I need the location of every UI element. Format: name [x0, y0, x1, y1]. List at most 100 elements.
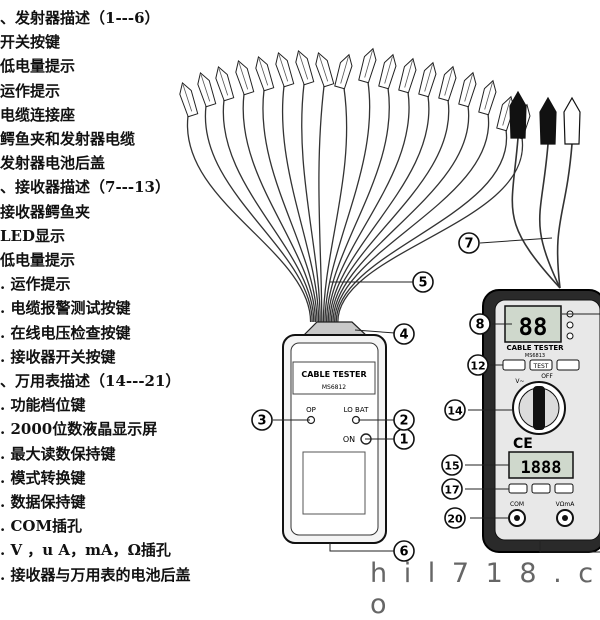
callout-leader-lines — [273, 237, 600, 553]
callout-number-14: 14 — [444, 399, 466, 421]
legend-item: . 接收器与万用表的电池后盖 — [0, 565, 191, 584]
callout-number-5: 5 — [412, 271, 434, 293]
callout-number-8: 8 — [469, 313, 491, 335]
multimeter-lcd-value: 1888 — [521, 458, 562, 478]
svg-text:8: 8 — [475, 318, 484, 333]
svg-text:2: 2 — [399, 414, 408, 429]
receiver-cable — [556, 143, 573, 289]
alligator-clip-icon — [179, 81, 199, 118]
max-hold-button[interactable] — [508, 483, 528, 494]
svg-text:17: 17 — [444, 484, 459, 497]
legend-item: 接收器鳄鱼夹 — [0, 202, 91, 221]
alligator-clip-icon — [438, 65, 457, 102]
transmitter-cable — [222, 99, 315, 323]
legend-item: 开关按键 — [0, 33, 61, 52]
legend-item: 低电量提示 — [0, 57, 76, 76]
transmitter-cable — [333, 113, 490, 323]
svg-text:5: 5 — [418, 276, 427, 291]
receiver-led-digits: 88 — [519, 313, 548, 341]
legend-heading: 、发射器描述（1---6） — [0, 9, 160, 27]
legend-item: 低电量提示 — [0, 251, 76, 269]
legend-heading: 、万用表描述（14---21） — [0, 372, 181, 390]
callout-number-20: 20 — [444, 507, 466, 529]
alligator-clip-icon — [378, 53, 397, 90]
alligator-clip-icon — [235, 59, 255, 96]
transmitter-cable — [337, 137, 523, 323]
legend-item: . 运作提示 — [0, 275, 71, 294]
com-jack-hole-icon — [514, 515, 520, 521]
alligator-clip-icon — [398, 57, 417, 94]
receiver-status-led-icon — [566, 332, 574, 340]
data-hold-button[interactable] — [554, 483, 574, 494]
transmitter-cable — [281, 85, 320, 323]
transmitter-cable — [332, 105, 470, 323]
legend-heading: 、接收器描述（7---13） — [0, 178, 170, 197]
callout-number-7: 7 — [458, 232, 480, 254]
alligator-clip-icon — [478, 79, 497, 116]
input-jack-label: VΩmA — [556, 501, 576, 508]
alligator-clip-icon — [295, 49, 315, 86]
alligator-clip-icon — [458, 71, 477, 108]
transmitter-brand-plate — [292, 361, 376, 395]
svg-text:20: 20 — [447, 513, 463, 526]
alligator-clip-icon — [418, 61, 437, 98]
receiver-power-button[interactable] — [502, 359, 526, 371]
callout-number-3: 3 — [251, 409, 273, 431]
receiver-test-label: TEST — [533, 363, 549, 370]
alligator-clip-icon — [197, 71, 217, 108]
receiver-test-button[interactable] — [529, 359, 553, 371]
receiver-alligator-clip-icon — [509, 90, 527, 139]
callout-number-15: 15 — [441, 454, 463, 476]
receiver-voltage-check-button[interactable] — [556, 359, 580, 371]
legend-item: . 在线电压检查按键 — [0, 323, 131, 342]
receiver-cable — [538, 143, 561, 289]
svg-text:15: 15 — [444, 460, 459, 473]
leader-line — [329, 543, 395, 552]
legend-item: . 功能档位键 — [0, 396, 86, 415]
transmitter-device: CABLE TESTER MS6812 OP LO BAT ON — [282, 321, 387, 544]
legend-item: 发射器电池后盖 — [0, 154, 106, 173]
receiver-multimeter: 88 CABLE TESTER MS6813 TEST V~ OFF CE 18… — [482, 289, 600, 553]
transmitter-cable — [325, 87, 390, 323]
multimeter-lcd-display — [508, 451, 574, 479]
transmitter-cable — [327, 91, 410, 323]
legend-item: . 接收器开关按键 — [0, 347, 116, 366]
ce-mark: CE — [513, 436, 533, 452]
transmitter-cable — [186, 115, 312, 323]
alligator-clip-icon — [358, 47, 377, 84]
transmitter-brand: CABLE TESTER — [301, 370, 366, 379]
transmitter-op-label: OP — [306, 406, 316, 414]
receiver-brand: CABLE TESTER — [506, 344, 564, 352]
alligator-clip-icon — [275, 51, 295, 88]
transmitter-on-label: ON — [343, 435, 355, 444]
svg-text:4: 4 — [399, 328, 408, 343]
transmitter-cable — [262, 89, 318, 323]
input-jack-hole-icon — [562, 515, 568, 521]
svg-text:1: 1 — [399, 433, 408, 448]
svg-text:7: 7 — [464, 237, 473, 252]
alligator-clip-cables — [186, 81, 573, 323]
receiver-alligator-clip-icon — [563, 96, 581, 145]
receiver-vdc-label: V~ — [515, 378, 524, 385]
mode-switch-button[interactable] — [531, 483, 551, 494]
legend-item: . 最大读数保持键 — [0, 444, 116, 463]
receiver-model: MS6813 — [525, 353, 545, 359]
leader-line — [479, 237, 553, 244]
legend-item: . 电缆报警测试按键 — [0, 299, 131, 318]
manual-diagram-page: 、发射器描述（1---6）开关按键低电量提示运作提示电缆连接座鳄鱼夹和发射器电缆… — [0, 9, 600, 620]
transmitter-cable-socket — [301, 321, 369, 337]
function-dial-pointer-icon — [533, 386, 545, 430]
receiver-alligator-clip-icon — [539, 96, 557, 145]
receiver-off-label: OFF — [541, 373, 553, 380]
legend-item: 运作提示 — [0, 81, 61, 100]
watermark: h i l 7 1 8 . c o — [370, 558, 598, 620]
com-jack-label: COM — [510, 501, 524, 508]
alligator-clip-icon — [255, 55, 275, 92]
callout-number-2: 2 — [393, 409, 415, 431]
legend-item: . V ，u A，mA，Ω插孔 — [0, 541, 171, 560]
legend-item: . COM插孔 — [0, 517, 83, 536]
alligator-clip-icon — [334, 53, 353, 90]
leader-line — [539, 540, 600, 553]
callout-number-4: 4 — [393, 323, 415, 345]
